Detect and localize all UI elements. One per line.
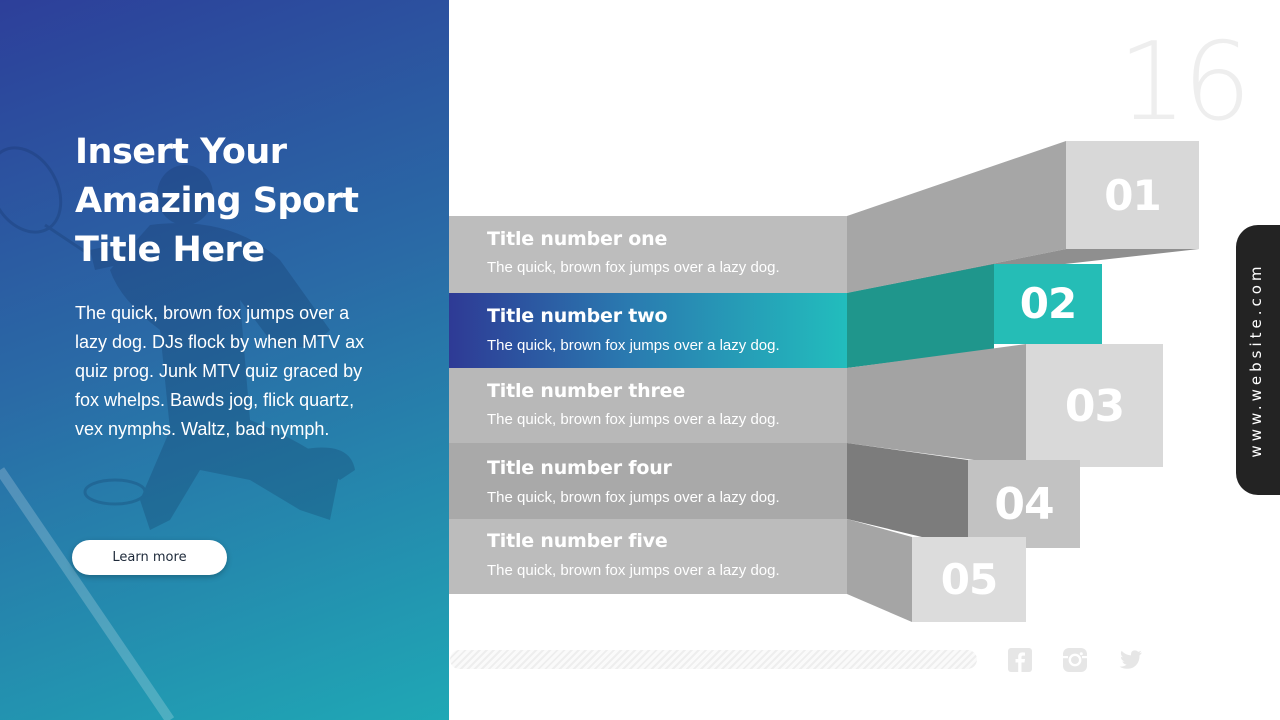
- row-one-side: [847, 141, 1066, 293]
- row-five-band[interactable]: [449, 519, 847, 594]
- row-one-band[interactable]: [449, 216, 847, 293]
- number-five: 05: [940, 555, 998, 604]
- row-one-front: [1066, 141, 1199, 249]
- number-one: 01: [1104, 171, 1161, 220]
- row-five-title: Title number five: [487, 530, 668, 552]
- row-four-band[interactable]: [449, 443, 847, 519]
- row-three-front: [1026, 344, 1163, 467]
- number-four: 04: [994, 479, 1054, 530]
- body-text: The quick, brown fox jumps over a lazy d…: [75, 303, 365, 439]
- row-three-side: [847, 344, 1026, 467]
- website-tab[interactable]: [1236, 225, 1280, 495]
- row-three-title: Title number three: [487, 380, 686, 402]
- headline: Insert Your Amazing Sport Title Here: [75, 132, 359, 270]
- page-number: 16: [1118, 20, 1251, 145]
- row-four-title: Title number four: [487, 457, 672, 479]
- number-three: 03: [1064, 381, 1125, 432]
- row-two-side: [847, 264, 994, 368]
- row-five-desc: The quick, brown fox jumps over a lazy d…: [487, 562, 780, 579]
- row-one-bottom: [847, 249, 1199, 293]
- row-four-side: [847, 443, 968, 548]
- row-two-title: Title number two: [487, 305, 668, 327]
- learn-more-button[interactable]: Learn more: [72, 540, 227, 575]
- row-one-title: Title number one: [487, 228, 668, 250]
- facebook-icon[interactable]: [1007, 647, 1033, 673]
- row-two-band[interactable]: [449, 293, 847, 368]
- row-three-band[interactable]: [449, 368, 847, 443]
- row-four-front: [968, 460, 1080, 548]
- row-five-front: [912, 537, 1026, 622]
- row-three-desc: The quick, brown fox jumps over a lazy d…: [487, 411, 780, 428]
- row-five-side: [847, 519, 912, 622]
- instagram-icon[interactable]: [1062, 647, 1088, 673]
- website-label[interactable]: www.website.com: [1247, 262, 1265, 458]
- row-two-desc: The quick, brown fox jumps over a lazy d…: [487, 337, 780, 354]
- number-two: 02: [1019, 279, 1077, 328]
- row-one-desc: The quick, brown fox jumps over a lazy d…: [487, 259, 780, 276]
- twitter-icon[interactable]: [1117, 647, 1143, 673]
- row-two-front: [994, 264, 1102, 344]
- footer-decoration: [450, 650, 977, 669]
- row-four-desc: The quick, brown fox jumps over a lazy d…: [487, 489, 780, 506]
- hero-panel: Insert Your Amazing Sport Title Here The…: [0, 0, 449, 720]
- tennis-player-image: [0, 146, 355, 720]
